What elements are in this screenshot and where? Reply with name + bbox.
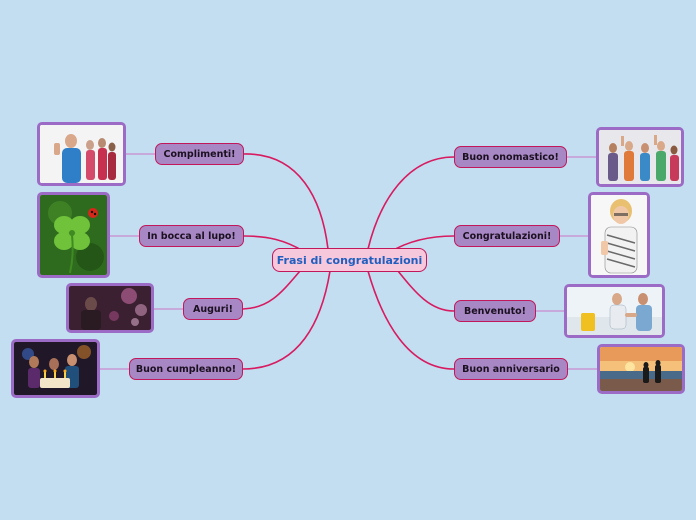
branch-complimenti bbox=[243, 153, 329, 250]
topic-label: Congratulazioni! bbox=[462, 230, 552, 242]
branch-buon-onomastico bbox=[367, 156, 455, 250]
topic-label: Benvenuto! bbox=[463, 305, 526, 317]
person-in-bokeh-lights-photo[interactable] bbox=[66, 283, 154, 333]
branch-buon-anniversario bbox=[367, 270, 455, 370]
topic-complimenti[interactable]: Complimenti! bbox=[155, 143, 244, 165]
topic-label: In bocca al lupo! bbox=[147, 230, 236, 242]
topic-auguri[interactable]: Auguri! bbox=[183, 298, 243, 320]
branch-auguri bbox=[242, 270, 301, 310]
friends-celebrating-photo[interactable] bbox=[596, 127, 684, 187]
topic-buon-cumpleanno[interactable]: Buon cumpleanno! bbox=[129, 358, 243, 380]
woman-thumbs-up-photo[interactable] bbox=[588, 192, 650, 278]
topic-label: Auguri! bbox=[193, 303, 233, 315]
topic-label: Buon onomastico! bbox=[462, 151, 559, 163]
topic-buon-anniversario[interactable]: Buon anniversario bbox=[454, 358, 568, 380]
branch-benvenuto bbox=[397, 270, 455, 312]
central-topic[interactable]: Frasi di congratulazioni bbox=[272, 248, 427, 272]
topic-congratulazioni[interactable]: Congratulazioni! bbox=[454, 225, 560, 247]
topic-benvenuto[interactable]: Benvenuto! bbox=[454, 300, 536, 322]
branch-buon-cumpleanno bbox=[242, 270, 331, 370]
man-thumbs-up-group-photo[interactable] bbox=[37, 122, 126, 186]
topic-in-bocca-al-lupo[interactable]: In bocca al lupo! bbox=[139, 225, 244, 247]
topic-label: Buon anniversario bbox=[462, 363, 560, 375]
four-leaf-clover-ladybug-photo[interactable] bbox=[37, 192, 110, 278]
couple-sunset-beach-photo[interactable] bbox=[597, 344, 685, 394]
office-handshake-photo[interactable] bbox=[564, 284, 665, 338]
topic-label: Buon cumpleanno! bbox=[135, 363, 237, 375]
topic-buon-onomastico[interactable]: Buon onomastico! bbox=[454, 146, 567, 168]
birthday-party-cake-photo[interactable] bbox=[11, 339, 100, 398]
topic-label: Complimenti! bbox=[163, 148, 236, 160]
central-topic-label: Frasi di congratulazioni bbox=[276, 253, 423, 267]
